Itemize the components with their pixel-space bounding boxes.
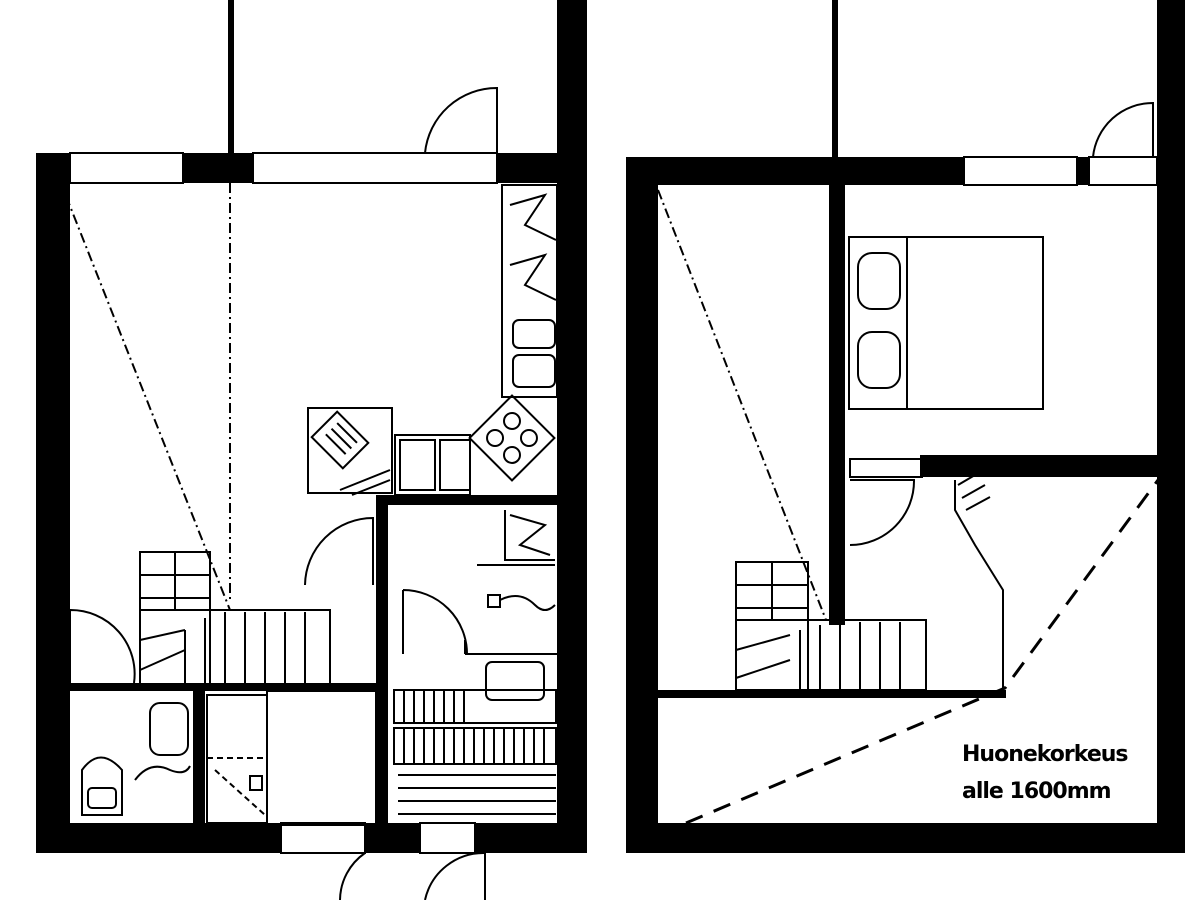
door-closet xyxy=(849,479,916,546)
wall-left-east xyxy=(557,0,587,853)
stair-upper-treads-a xyxy=(736,562,808,620)
shower-valve xyxy=(249,775,263,791)
wall-right-north-pier xyxy=(1077,157,1089,185)
wall-left-stair-base xyxy=(66,683,386,691)
window-left-1 xyxy=(69,152,184,184)
door-head-closet xyxy=(849,458,923,478)
shower-drain xyxy=(207,757,267,816)
window-right-1 xyxy=(963,156,1078,186)
wall-left-south-b xyxy=(365,823,420,853)
fridge xyxy=(399,439,436,491)
stair-winders xyxy=(139,629,186,671)
window-left-2 xyxy=(252,152,498,184)
sightline-left-diagonal xyxy=(65,195,231,611)
annotation-line-2: alle 1600mm xyxy=(962,779,1112,804)
chair-hatch xyxy=(339,469,391,496)
sauna-bench-upper xyxy=(393,689,557,724)
laundry-counter xyxy=(477,510,555,566)
annotation-line-1: Huonekorkeus xyxy=(962,742,1128,767)
laundry-mark xyxy=(509,514,551,556)
double-bed xyxy=(848,236,1044,410)
stair-treads-b xyxy=(184,612,306,684)
door-wc xyxy=(69,608,136,684)
wall-right-bedroom-west xyxy=(829,185,845,625)
washroom-space xyxy=(266,690,377,826)
wall-left-terrace xyxy=(228,0,234,153)
wall-left-south-a xyxy=(36,823,281,853)
dining-table xyxy=(307,407,393,494)
kitchen-sink-2 xyxy=(512,354,556,388)
wall-right-south xyxy=(626,823,1185,853)
stair-treads-a xyxy=(140,552,210,610)
wc-pipe xyxy=(134,765,191,781)
wall-right-east xyxy=(1157,0,1185,853)
wall-right-west xyxy=(626,157,658,853)
dishwasher xyxy=(439,439,471,491)
door-left-terrace xyxy=(424,86,498,154)
dining-chair xyxy=(310,410,370,470)
sauna-bench-upper-slats xyxy=(403,690,465,723)
door-sauna xyxy=(402,589,468,655)
wall-right-terrace xyxy=(832,0,838,157)
door-bath xyxy=(304,516,374,586)
kitchen-counter xyxy=(501,184,558,398)
stair-upper-treads-b xyxy=(799,622,901,690)
counter-section-marks xyxy=(509,193,557,301)
sauna-bench-lower-slats xyxy=(403,728,545,764)
walls xyxy=(36,0,1185,853)
wall-right-north xyxy=(626,157,964,185)
staircase-upper-b xyxy=(735,619,927,691)
closet-hatch xyxy=(957,474,991,511)
door-left-entrance xyxy=(339,852,366,900)
closet-slope-wall xyxy=(954,480,1004,690)
low-ceiling-boundary xyxy=(685,479,1160,825)
wall-left-kitchen-divider xyxy=(386,495,558,505)
wall-right-stair-base xyxy=(656,690,1006,698)
door-right-balcony xyxy=(1092,101,1154,158)
linework xyxy=(69,86,1158,900)
window-right-2 xyxy=(1088,156,1158,186)
pillow-2 xyxy=(857,331,901,389)
sauna-floor-boards xyxy=(398,774,556,815)
staircase-ground-lower xyxy=(139,609,331,685)
wall-left-bath xyxy=(376,495,388,825)
wall-left-nw-corner xyxy=(36,153,70,183)
wall-left-south-c xyxy=(475,823,557,853)
wc-toilet-tank xyxy=(87,787,117,809)
shower-hose xyxy=(499,595,556,611)
stove xyxy=(468,394,556,482)
bath-bench xyxy=(464,640,557,655)
sightline-right-diagonal xyxy=(657,189,827,621)
wall-left-ne-corner xyxy=(497,153,557,183)
pillow-1 xyxy=(857,252,901,310)
kitchen-counter-low xyxy=(394,434,471,496)
wall-left-wc xyxy=(193,691,205,825)
wc-basin xyxy=(149,702,189,756)
door-left-sauna-exit xyxy=(424,851,486,900)
door-opening-south-a xyxy=(280,822,366,854)
kitchen-sink xyxy=(512,319,556,349)
bath-sink xyxy=(485,661,545,701)
shower-mixer xyxy=(487,594,501,608)
wall-right-bedroom-south xyxy=(920,455,1160,477)
hidden-lines xyxy=(65,183,1160,825)
wc-toilet xyxy=(81,756,123,816)
wall-left-west xyxy=(36,153,70,853)
stair-upper-winders xyxy=(735,634,791,679)
door-opening-south-b xyxy=(419,822,476,854)
wall-left-north-pier xyxy=(183,153,253,183)
